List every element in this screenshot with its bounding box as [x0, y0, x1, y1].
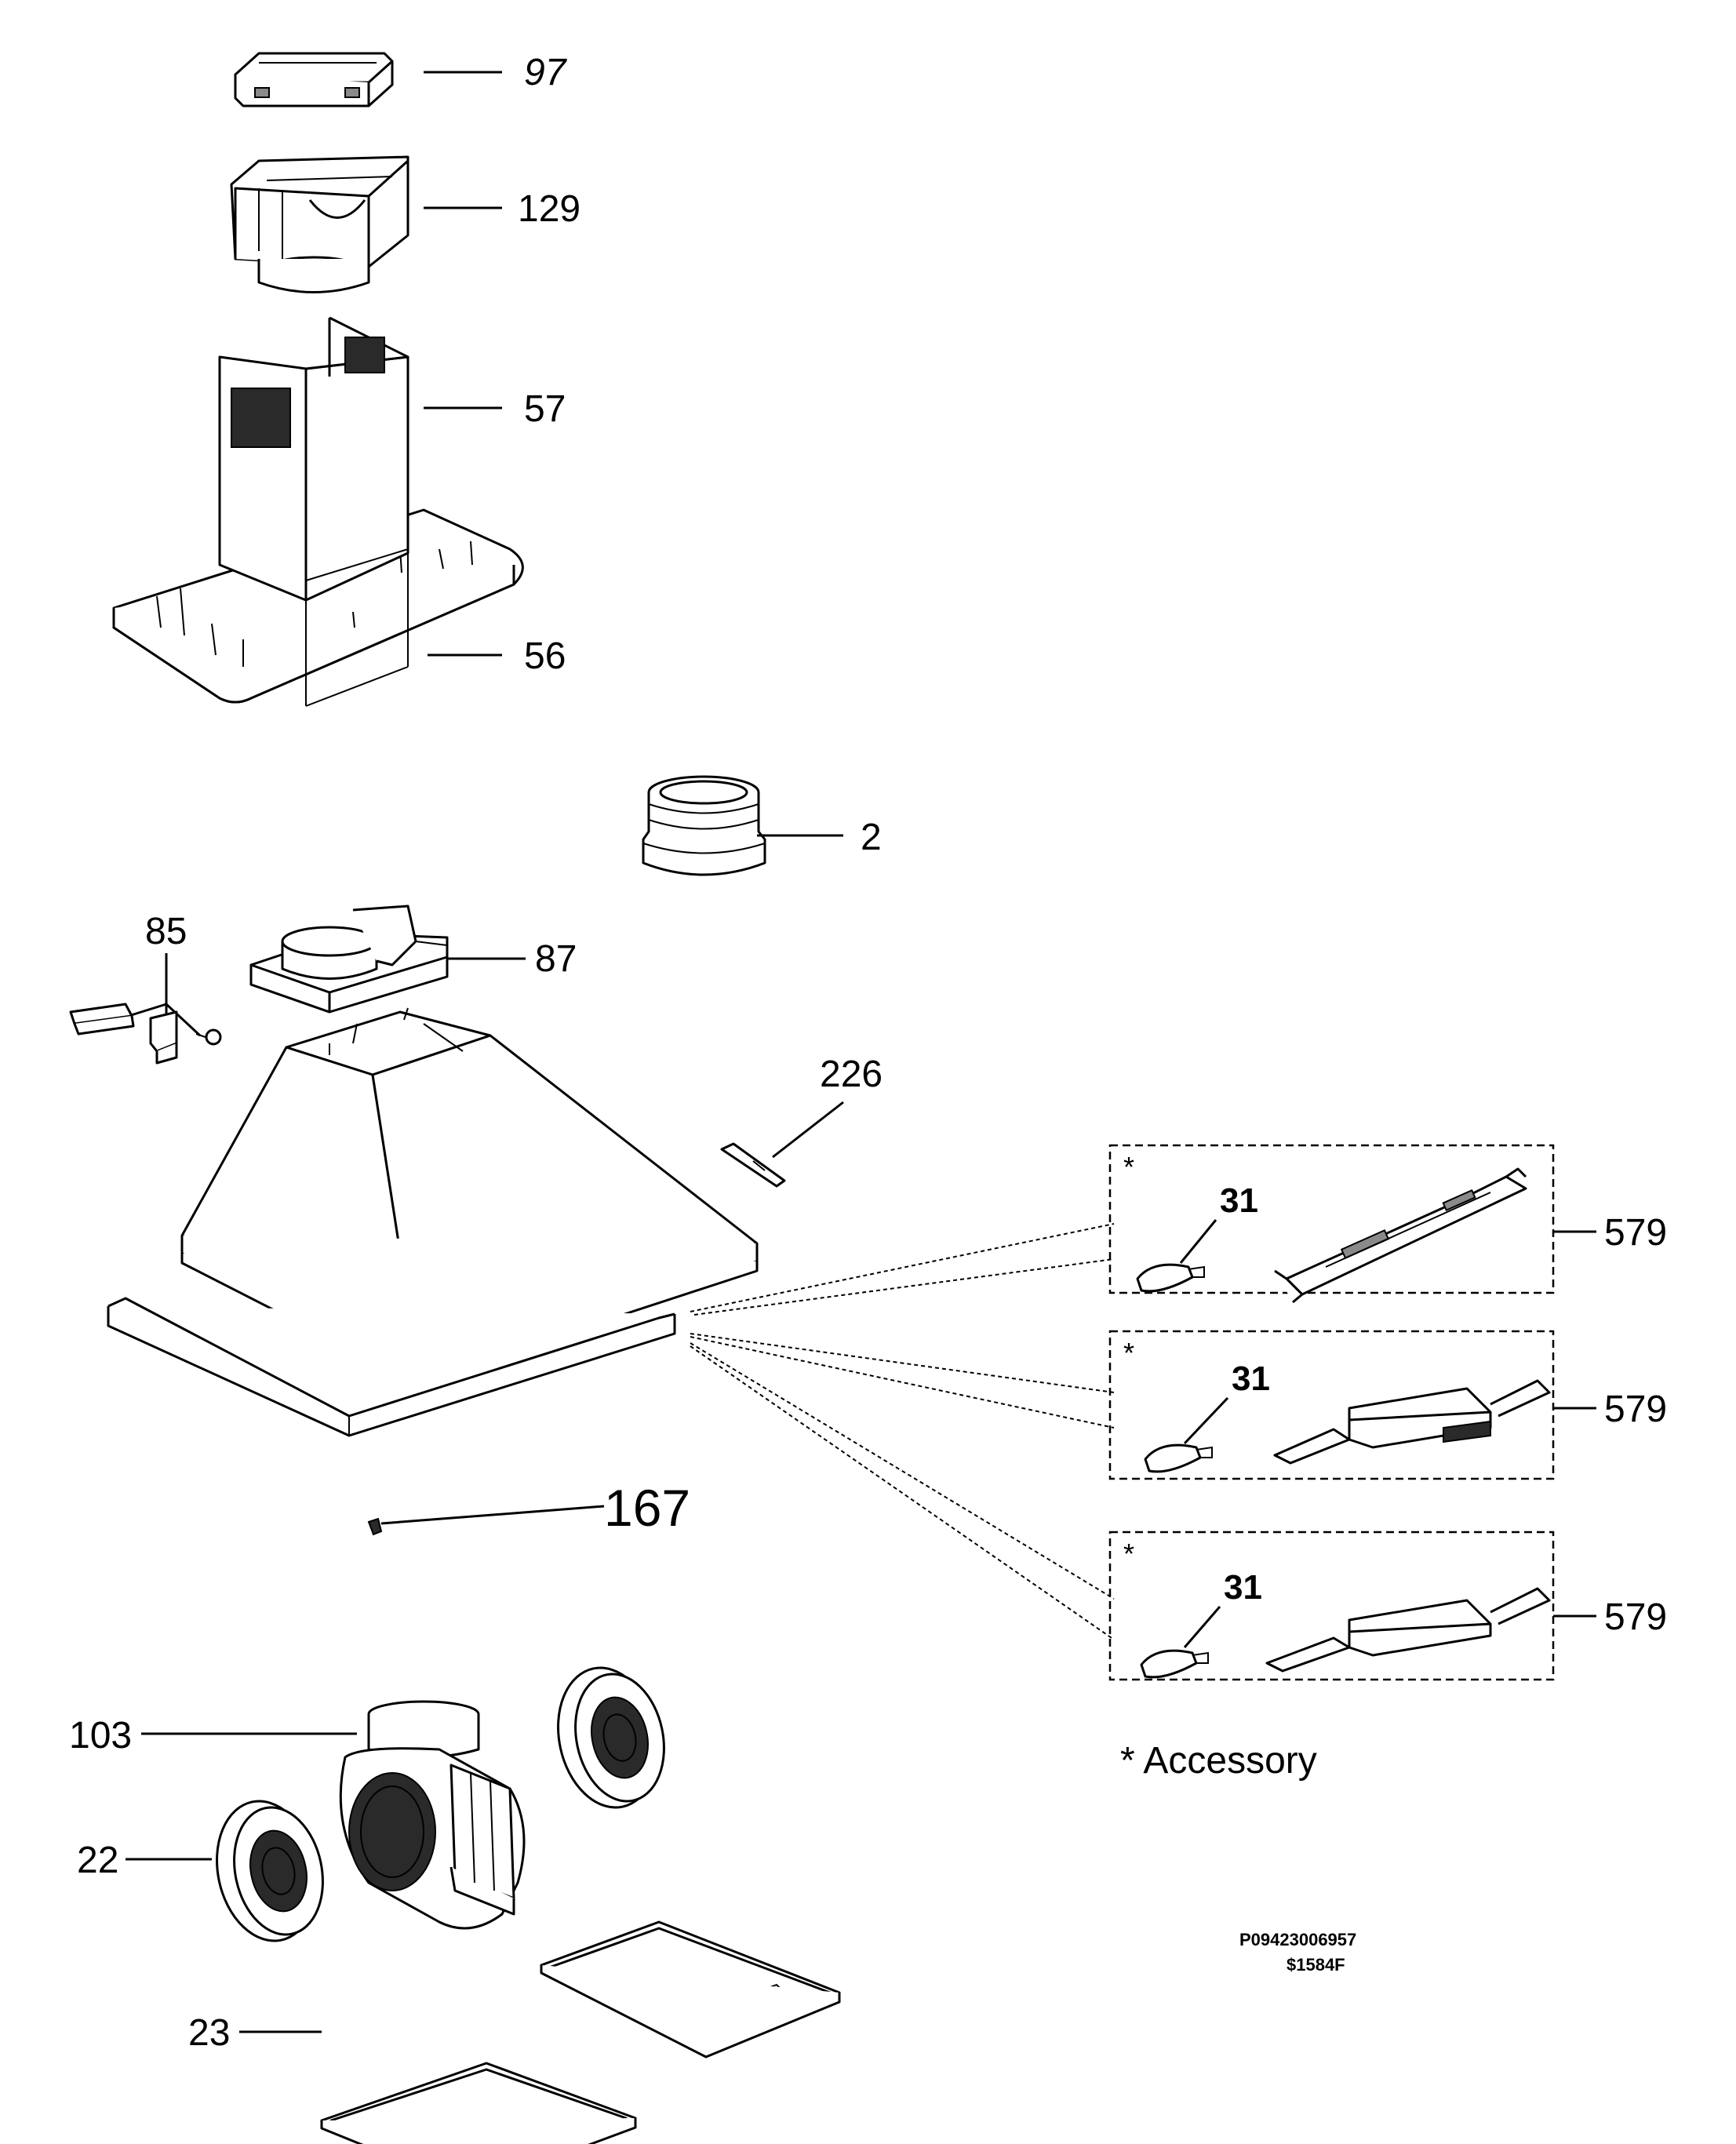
diagram-code: P09423006957: [1239, 1930, 1356, 1949]
label-226: 226: [820, 1054, 883, 1095]
glass-canopy-icon: [112, 508, 524, 704]
carbon-filter-icon: [216, 1800, 324, 1942]
label-579-a: 579: [1604, 1212, 1667, 1254]
label-23: 23: [188, 2012, 230, 2054]
light-bulb-icon: [1144, 1443, 1213, 1473]
carbon-filter-icon: [557, 1666, 665, 1809]
chimney-cover-icon: [218, 316, 409, 707]
screw-icon: [367, 1517, 383, 1536]
grease-filter-icon: [540, 1920, 841, 2058]
label-579-c: 579: [1604, 1596, 1667, 1638]
label-31-b: 31: [1232, 1360, 1270, 1398]
lamp-box-2: * 31: [1108, 1330, 1555, 1480]
lamp-holder-icon: [1265, 1587, 1551, 1673]
accessory-mark-3: *: [1123, 1538, 1134, 1570]
label-22: 22: [77, 1840, 118, 1881]
label-103: 103: [69, 1715, 132, 1756]
lamp-leader-lines: [690, 1223, 1115, 1640]
accessory-mark-2: *: [1123, 1337, 1134, 1369]
lamp-holder-icon: [1273, 1379, 1551, 1465]
label-129: 129: [518, 188, 580, 230]
label-31-c: 31: [1224, 1568, 1262, 1607]
lamp-holder-icon: [1274, 1167, 1527, 1304]
label-579-b: 579: [1604, 1389, 1667, 1430]
accessory-note: * Accessory: [1120, 1740, 1317, 1782]
blower-motor-icon: [339, 1700, 526, 1930]
label-2: 2: [861, 817, 882, 858]
label-97: 97: [524, 52, 568, 93]
duct-ring-icon: [642, 775, 766, 876]
label-87: 87: [535, 938, 577, 980]
switch-strip-icon: [720, 1142, 786, 1188]
hood-body-icon: [107, 1007, 759, 1437]
lamp-box-1: * 31: [1108, 1144, 1555, 1304]
wall-bracket-icon: [234, 52, 394, 107]
clamp-assembly-icon: [69, 1003, 222, 1065]
revision-code: $1584F: [1287, 1955, 1345, 1975]
accessory-mark-1: *: [1123, 1151, 1134, 1183]
label-31-a: 31: [1220, 1181, 1258, 1220]
label-167: 167: [604, 1479, 690, 1537]
duct-adapter-icon: [230, 155, 409, 293]
light-bulb-icon: [1140, 1649, 1209, 1679]
light-bulb-icon: [1136, 1263, 1205, 1293]
motor-housing-icon: [249, 905, 449, 1014]
lamp-box-3: * 31: [1108, 1531, 1555, 1681]
grease-filter-icon: [320, 2062, 637, 2144]
label-57: 57: [524, 388, 566, 430]
label-85: 85: [145, 911, 187, 952]
label-56: 56: [524, 635, 566, 677]
